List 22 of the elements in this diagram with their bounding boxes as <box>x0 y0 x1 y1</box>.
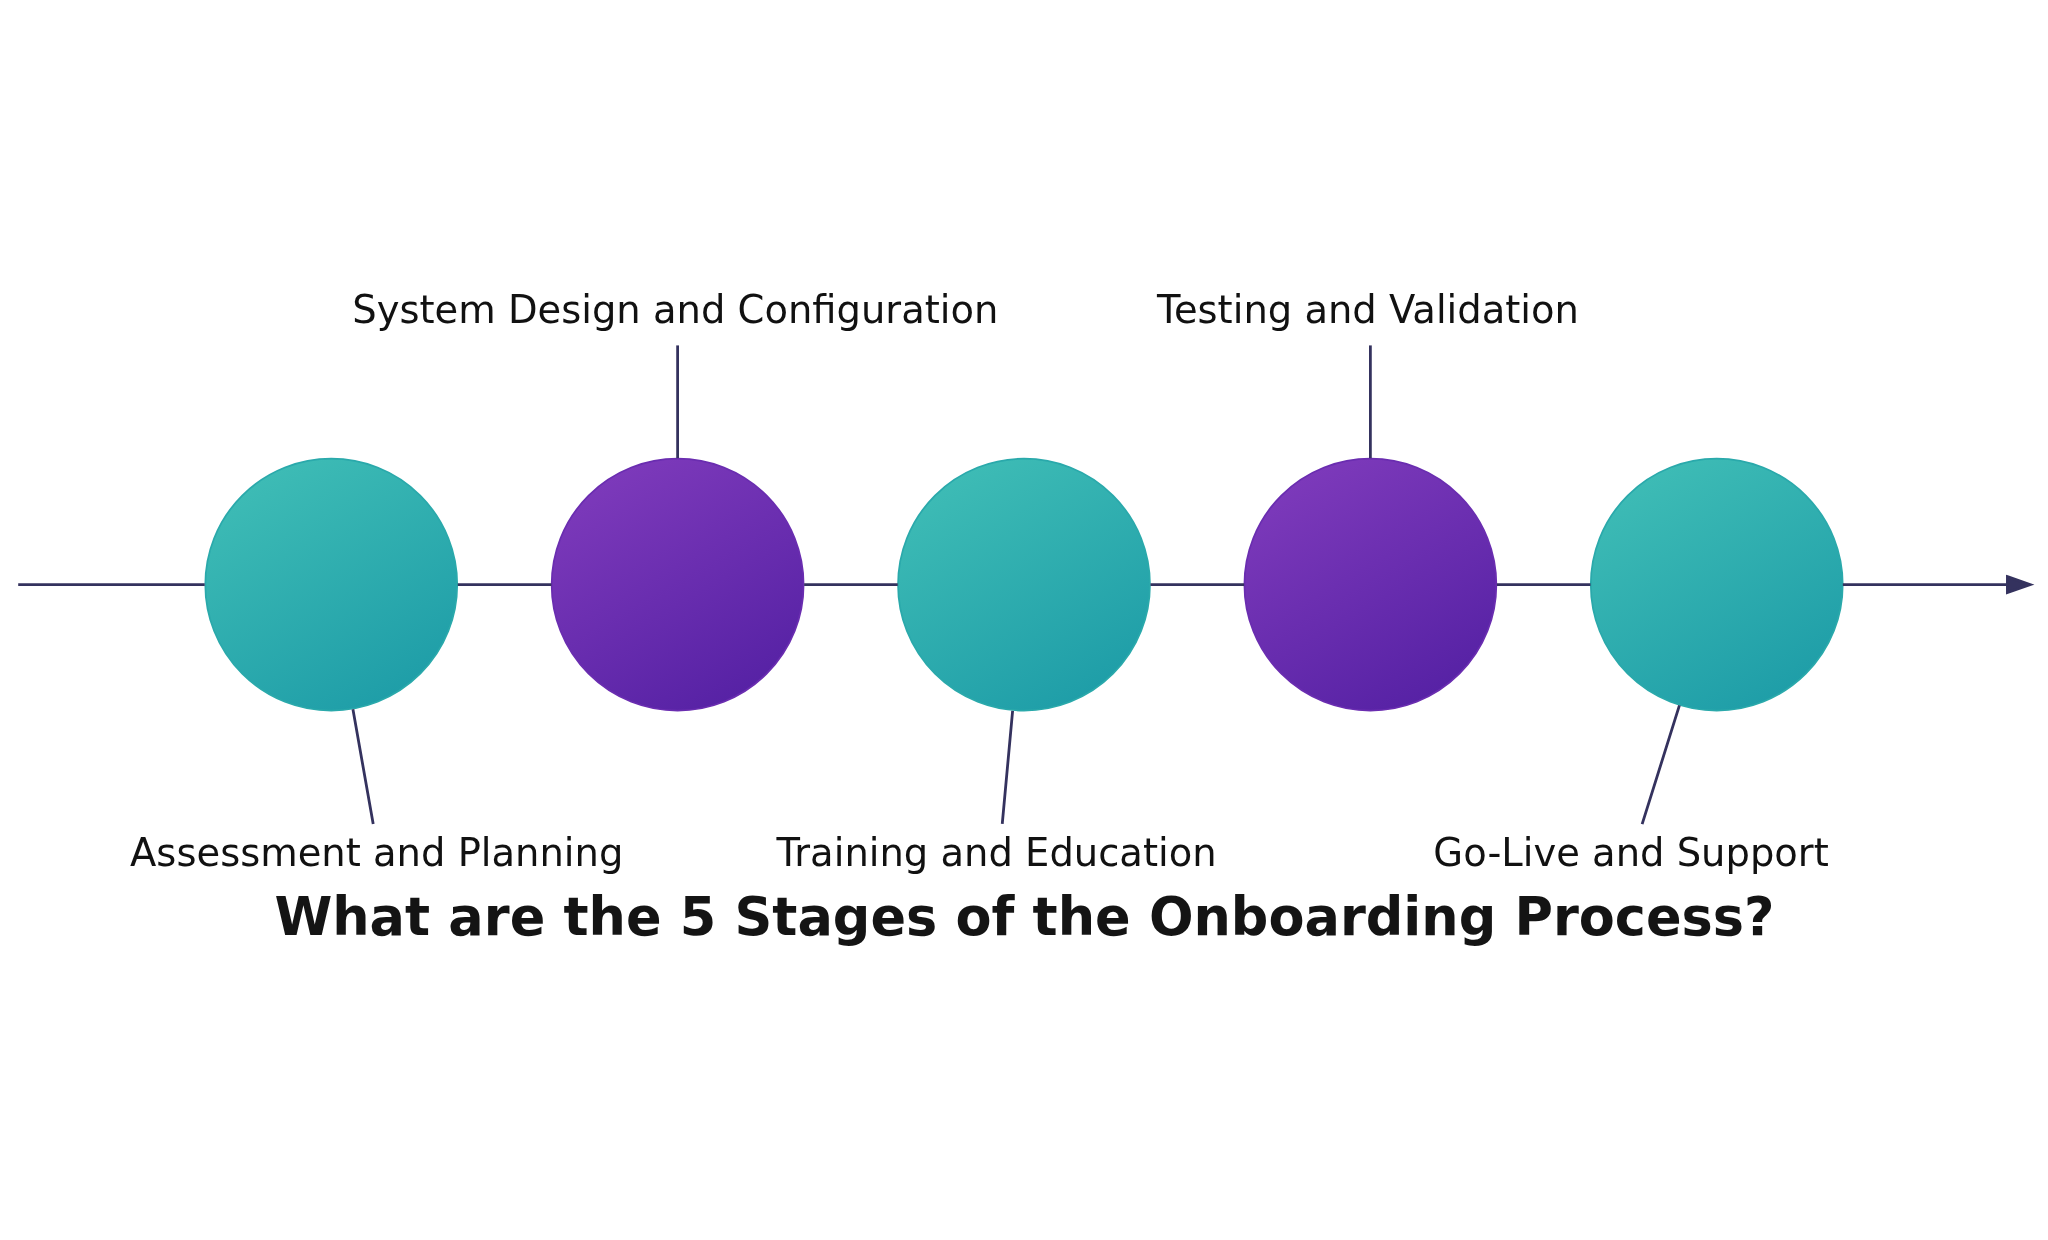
connector <box>1496 582 1591 586</box>
connector <box>804 582 898 586</box>
connector <box>351 708 375 824</box>
node-circle <box>1243 457 1498 711</box>
connector <box>1000 710 1014 824</box>
connector <box>18 582 205 586</box>
connector <box>457 582 552 586</box>
connector <box>1150 582 1245 586</box>
node-circle <box>204 457 459 711</box>
node-circle <box>550 457 805 711</box>
node-text: Assessment and Planning <box>130 829 624 875</box>
node-text: Training and Education <box>776 829 1217 875</box>
connector <box>1368 344 1372 458</box>
node-circle <box>897 457 1151 711</box>
node-text: Go-Live and Support <box>1433 829 1829 875</box>
node-text: System Design and Configuration <box>352 286 999 332</box>
node-text: Testing and Validation <box>1156 286 1579 332</box>
arrow <box>1842 574 2035 595</box>
node-circle <box>1589 457 1844 711</box>
connector <box>676 344 680 458</box>
diagram-title: What are the 5 Stages of the Onboarding Process? <box>274 885 1775 947</box>
connector <box>1640 704 1681 825</box>
